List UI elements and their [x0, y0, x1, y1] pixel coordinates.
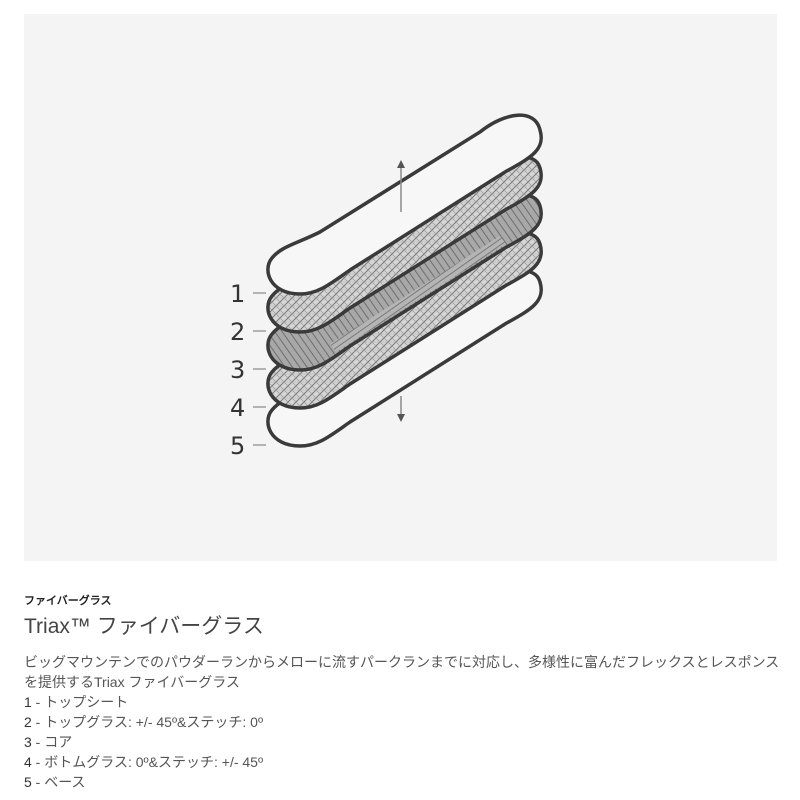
technology-description: ビッグマウンテンでのパウダーランからメローに流すパークランまでに対応し、多様性に… [24, 654, 780, 690]
layer-1-top-sheet [266, 113, 543, 296]
triax-layer-illustration: 1 2 3 4 5 [24, 14, 777, 561]
layer-label-5: 5 [230, 432, 245, 460]
spec-item: 1 - トップシート [24, 694, 129, 710]
layer-label-4: 4 [230, 394, 245, 422]
spec-item: 4 - ボトムグラス: 0º&ステッチ: +/- 45º [24, 754, 264, 770]
layer-labels: 1 2 3 4 5 [230, 280, 266, 460]
technology-title: Triax™ ファイバーグラス [24, 615, 264, 638]
spec-item: 5 - ベース [24, 774, 86, 790]
up-arrow-icon [397, 160, 405, 212]
layer-label-2: 2 [230, 318, 245, 346]
layer-label-3: 3 [230, 356, 245, 384]
technology-caption: ファイバーグラス Triax™ ファイバーグラス ビッグマウンテンでのパウダーラ… [24, 592, 784, 792]
down-arrow-icon [397, 396, 405, 422]
spec-item: 3 - コア [24, 734, 73, 750]
spec-item: 2 - トップグラス: +/- 45º&ステッチ: 0º [24, 714, 264, 730]
category-label: ファイバーグラス [24, 595, 112, 607]
layer-label-1: 1 [230, 280, 245, 308]
layer-spec-list: 1 - トップシート 2 - トップグラス: +/- 45º&ステッチ: 0º … [24, 692, 784, 792]
layer-diagram: 1 2 3 4 5 [230, 113, 543, 460]
